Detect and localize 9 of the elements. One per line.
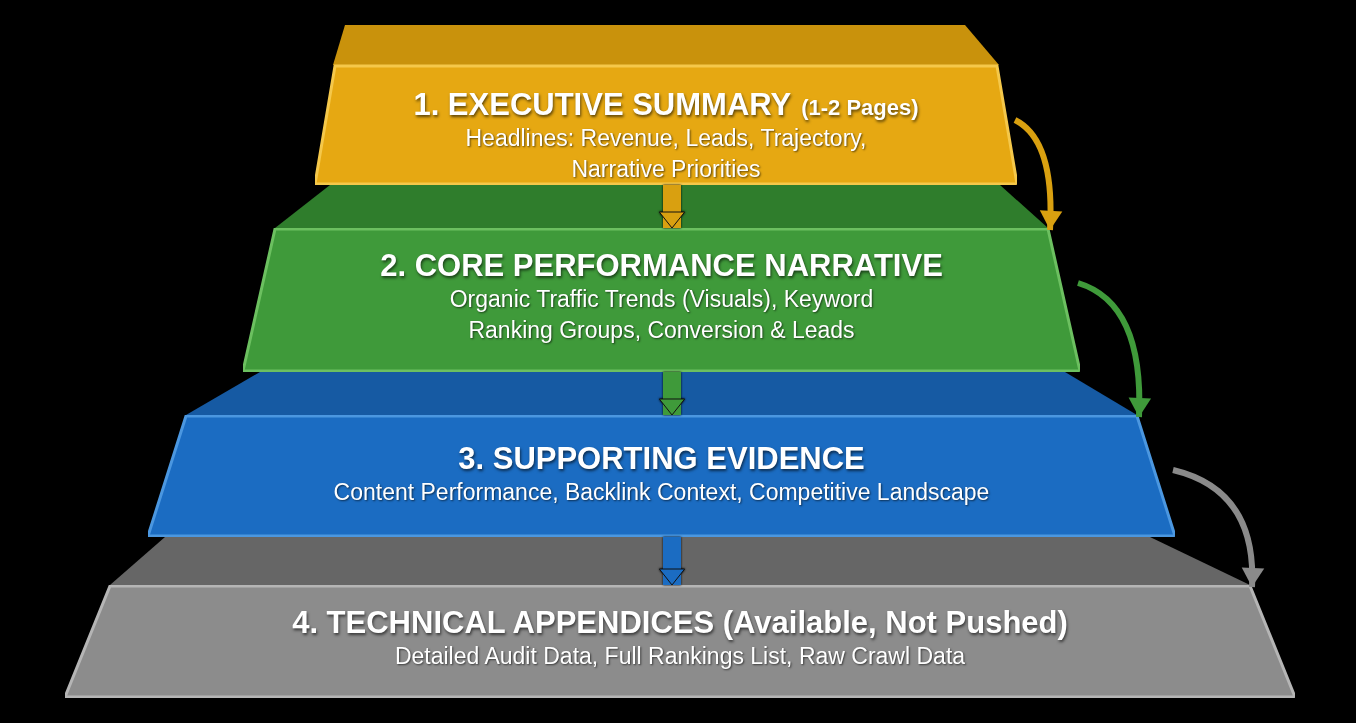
tier-description: Headlines: Revenue, Leads, Trajectory, Narrative Priorities [464,124,868,184]
tier-heading: 3. SUPPORTING EVIDENCE [458,441,865,477]
tier-description: Content Performance, Backlink Context, Competitive Landscape [333,478,990,507]
page-count-note: (1-2 Pages) [801,95,919,121]
tier-heading: 1. EXECUTIVE SUMMARY [413,87,792,123]
tier-heading: 4. TECHNICAL APPENDICES (Available, Not Pushed) [292,605,1068,641]
tier-description: Detailed Audit Data, Full Rankings List, Raw Crawl Data [394,642,966,671]
tier-heading: 2. CORE PERFORMANCE NARRATIVE [380,248,943,284]
tier-description: Organic Traffic Trends (Visuals), Keyword Ranking Groups, Conversion & Leads [448,285,875,345]
